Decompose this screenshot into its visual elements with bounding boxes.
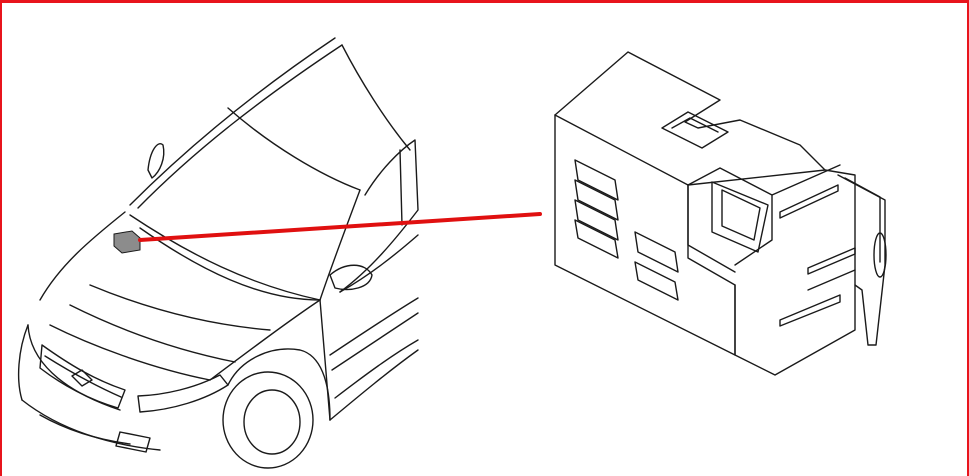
frame-left-border — [0, 0, 2, 476]
box-right-slot-2 — [807, 247, 856, 275]
car-body-side — [339, 234, 419, 293]
car-side-trim-1 — [329, 297, 419, 356]
component-illustration — [554, 51, 887, 376]
car-hood-left — [39, 211, 126, 301]
car-b-pillar — [399, 149, 403, 226]
box-square-window — [711, 181, 769, 253]
car-hood-crease-2 — [89, 284, 271, 331]
frame-top-border — [0, 0, 969, 3]
box-louvre-5 — [634, 231, 679, 273]
car-hood-front — [49, 324, 211, 381]
car-roof-line — [129, 37, 336, 206]
car-side-window — [339, 139, 419, 293]
car-front-wheel-hub — [243, 389, 301, 455]
car-bumper-top — [27, 324, 121, 411]
car-lower-intake — [39, 414, 131, 445]
car-front-wheel — [222, 371, 314, 469]
component-location-marker — [113, 230, 141, 254]
car-mirror-right — [329, 264, 373, 291]
car-grille-bar — [44, 355, 122, 398]
box-raised-block-front — [687, 184, 736, 273]
frame-right-border — [967, 0, 969, 476]
car-front-left-edge — [17, 324, 29, 401]
car-grille — [39, 344, 126, 409]
car-logo — [71, 369, 93, 387]
box-louvre-4 — [574, 219, 619, 259]
box-hinged-lid — [837, 174, 886, 346]
car-windshield-bottom — [139, 227, 321, 301]
car-mirror-left — [147, 143, 165, 179]
box-louvre-3 — [574, 199, 619, 241]
car-headlight — [137, 374, 229, 413]
box-right-face-top — [771, 164, 841, 196]
box-louvre-1 — [574, 159, 619, 201]
car-door-line — [319, 299, 331, 421]
car-fender — [227, 348, 331, 421]
car-roof-line-inner — [137, 44, 343, 209]
box-right-face — [734, 169, 856, 376]
box-raised-block-top — [687, 167, 773, 266]
leader-line — [138, 212, 542, 242]
box-top-slot — [661, 111, 729, 149]
car-sill — [329, 349, 419, 421]
box-right-slot-4 — [779, 294, 841, 327]
box-top-slot-inner — [671, 117, 719, 133]
box-square-window-inner — [721, 189, 761, 241]
car-hood-right — [209, 299, 321, 381]
car-side-trim-3 — [334, 339, 419, 399]
box-louvre-6 — [634, 261, 679, 301]
car-roof-rear — [341, 44, 411, 151]
car-cowl — [129, 214, 321, 301]
box-right-slot-3 — [807, 269, 856, 291]
car-hood-crease-1 — [69, 304, 236, 363]
car-side-trim-2 — [331, 312, 419, 371]
box-top-face — [554, 51, 826, 186]
box-hinge-knob — [873, 232, 887, 278]
box-louvre-2 — [574, 179, 619, 221]
car-windshield-right — [319, 189, 361, 301]
box-hinged-lid-inner — [844, 177, 881, 263]
car-a-pillar-right — [227, 107, 361, 191]
car-fog-light — [115, 431, 151, 453]
box-left-face — [554, 114, 736, 356]
box-right-slot-1 — [779, 184, 839, 219]
car-illustration — [17, 37, 419, 469]
